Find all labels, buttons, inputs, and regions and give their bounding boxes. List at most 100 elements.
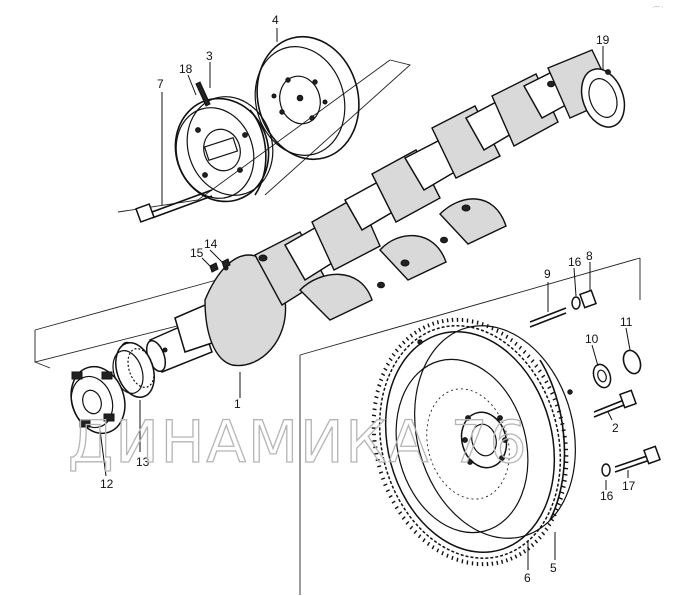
- gear-tooth: [374, 452, 379, 455]
- callout-2: 2: [612, 421, 619, 435]
- perspective-frame: [34, 59, 641, 595]
- callout-18: 18: [179, 62, 193, 76]
- front-gear: [70, 365, 126, 435]
- callout-13: 13: [136, 455, 150, 469]
- gear-tooth: [547, 522, 552, 527]
- gear-tooth: [413, 330, 418, 335]
- callout-17: 17: [622, 479, 636, 493]
- gear-tooth: [486, 324, 489, 329]
- gear-tooth: [385, 489, 390, 493]
- gear-tooth: [537, 535, 542, 540]
- gear-tooth: [500, 559, 504, 564]
- gear-tooth: [446, 553, 449, 558]
- gear-tooth: [560, 422, 565, 426]
- gear-tooth: [383, 367, 388, 371]
- gear-tooth: [374, 395, 379, 399]
- leader-lines: [99, 28, 631, 570]
- gear-tooth: [496, 560, 499, 565]
- gear-tooth: [505, 558, 509, 563]
- corner-mark: ·─ ·: [652, 4, 664, 11]
- gear-tooth: [522, 349, 527, 354]
- gear-tooth: [530, 543, 535, 548]
- gear-tooth: [514, 554, 518, 559]
- watermark: ДИНАМИКА 76: [68, 408, 529, 476]
- callout-11: 11: [620, 315, 633, 329]
- gear-tooth: [556, 502, 562, 506]
- callout-7: 7: [157, 77, 164, 91]
- callout-14: 14: [204, 237, 218, 251]
- gear-tooth: [409, 333, 414, 338]
- gear-tooth: [563, 467, 569, 470]
- gear-tooth: [391, 500, 396, 504]
- gear-tooth: [409, 525, 414, 530]
- gear-tooth: [405, 336, 410, 341]
- gear-tooth: [377, 465, 382, 468]
- gear-tooth: [491, 561, 494, 566]
- gear-tooth: [371, 414, 377, 417]
- gear-tooth: [391, 352, 396, 357]
- gear-tooth: [401, 516, 406, 520]
- gear-tooth: [383, 483, 388, 487]
- gear-tooth: [547, 385, 552, 390]
- gear-tooth: [394, 505, 399, 510]
- gear-tooth: [561, 429, 566, 432]
- flywheel: [378, 325, 576, 559]
- pulley-bolt: [135, 189, 213, 223]
- callout-16-top: 16: [568, 255, 582, 269]
- gear-tooth: [375, 458, 380, 462]
- gear-tooth: [554, 507, 559, 512]
- gear-tooth: [518, 551, 522, 557]
- ring-gear-teeth: [371, 317, 569, 567]
- gear-tooth: [378, 378, 384, 382]
- gear-tooth: [534, 539, 539, 544]
- gear-tooth: [451, 555, 454, 560]
- gear-tooth: [441, 319, 444, 324]
- gear-tooth: [491, 326, 494, 331]
- gear-tooth: [372, 408, 377, 411]
- gear-tooth: [522, 549, 527, 554]
- gear-tooth: [373, 402, 378, 405]
- gear-tooth: [394, 348, 399, 353]
- callout-12: 12: [100, 477, 114, 491]
- gear-tooth: [426, 541, 431, 546]
- crankshaft: [120, 49, 626, 373]
- gear-tooth: [537, 369, 542, 373]
- gear-tooth: [446, 318, 449, 323]
- gear-tooth: [541, 374, 546, 379]
- gear-tooth: [554, 403, 560, 407]
- gear-tooth: [381, 372, 386, 377]
- gear-tooth: [378, 471, 384, 474]
- callout-19: 19: [596, 33, 610, 47]
- gear-tooth: [441, 551, 444, 556]
- gear-tooth: [558, 416, 563, 419]
- gear-tooth: [544, 527, 549, 532]
- gear-tooth: [422, 325, 426, 330]
- gear-tooth: [556, 410, 562, 413]
- gear-tooth: [518, 345, 523, 350]
- gear-tooth: [505, 334, 509, 339]
- callout-15: 15: [190, 246, 204, 260]
- gear-tooth: [377, 384, 382, 387]
- gear-tooth: [552, 397, 557, 401]
- gear-tooth: [456, 557, 459, 562]
- gear-tooth: [550, 518, 555, 522]
- callout-8: 8: [586, 249, 593, 263]
- gear-tooth: [561, 485, 566, 489]
- gear-tooth: [427, 323, 430, 328]
- gear-tooth: [526, 354, 531, 359]
- gear-tooth: [422, 538, 426, 543]
- gear-tooth: [476, 320, 479, 325]
- callout-4: 4: [272, 13, 279, 27]
- vibration-damper: [254, 35, 360, 161]
- gear-tooth: [496, 328, 499, 333]
- gear-tooth: [550, 391, 555, 395]
- callout-10: 10: [585, 332, 599, 346]
- gear-tooth: [514, 341, 518, 346]
- gear-tooth: [418, 327, 422, 333]
- gear-tooth: [558, 497, 563, 500]
- gear-tooth: [562, 479, 567, 482]
- gear-tooth: [417, 534, 422, 539]
- gear-tooth: [510, 556, 513, 561]
